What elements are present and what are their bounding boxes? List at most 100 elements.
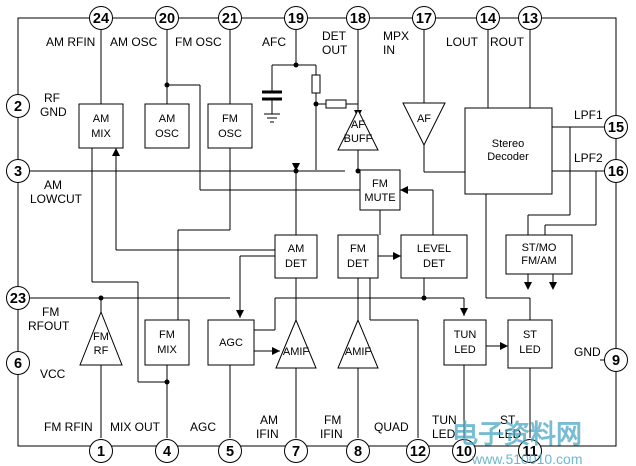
afc-resistor-horizontal — [325, 99, 347, 109]
am-osc-block: AM OSC — [144, 103, 190, 149]
pin-number: 17 — [416, 11, 432, 27]
pin-13: 13 — [518, 6, 542, 30]
label-lpf2: LPF2 — [574, 151, 603, 165]
pin-number: 13 — [522, 11, 538, 27]
svg-text:AM: AM — [93, 113, 110, 125]
svg-text:DET: DET — [347, 258, 369, 270]
svg-text:AMIF: AMIF — [283, 346, 310, 358]
level-det-block: LEVEL DET — [400, 234, 468, 279]
label-agc: AGC — [190, 420, 216, 434]
svg-text:BUFF: BUFF — [344, 133, 373, 145]
label-det: DET — [322, 29, 347, 43]
label-quad: QUAD — [374, 420, 409, 434]
svg-text:FM: FM — [93, 331, 109, 343]
pin-3: 3 — [6, 159, 30, 183]
afc-resistor-vertical — [311, 74, 321, 94]
watermark-url: www.510010.com — [471, 451, 583, 466]
pin-number: 16 — [608, 164, 624, 180]
pin-21: 21 — [218, 6, 242, 30]
label-mpx: MPX — [383, 29, 409, 43]
label-tun-led: LED — [432, 427, 456, 441]
afc-network — [262, 74, 347, 123]
amif-block-2: AMIF — [337, 318, 379, 369]
label-afc: AFC — [262, 35, 286, 49]
pin-10: 10 — [452, 439, 476, 463]
pin-number: 15 — [608, 120, 624, 136]
pin-number: 6 — [14, 356, 22, 372]
svg-text:LEVEL: LEVEL — [417, 243, 451, 255]
pin-labels: AM RFIN AM OSC FM OSC AFC DET OUT MPX IN… — [28, 29, 603, 441]
svg-text:FM: FM — [159, 329, 175, 341]
pin-2: 2 — [6, 94, 30, 118]
watermark: 电子资料网 www.510010.com — [452, 419, 583, 466]
label-gnd: GND — [574, 345, 601, 359]
pin-1: 1 — [89, 439, 113, 463]
label-lpf1: LPF1 — [574, 108, 603, 122]
svg-text:DET: DET — [285, 258, 307, 270]
pin-number: 9 — [612, 353, 620, 369]
svg-text:FM/AM: FM/AM — [521, 255, 556, 267]
svg-text:AM: AM — [159, 113, 176, 125]
label-am-ifin-1: AM — [260, 413, 278, 427]
af-block: AF — [402, 102, 446, 147]
svg-text:DET: DET — [423, 258, 445, 270]
label-fm-ifin-2: IFIN — [320, 427, 343, 441]
svg-text:LED: LED — [519, 344, 540, 356]
am-mix-block: AM MIX — [78, 103, 124, 149]
label-st-led: LED — [498, 427, 522, 441]
svg-text:FM: FM — [222, 113, 238, 125]
pin-24: 24 — [89, 6, 113, 30]
pin-number: 3 — [14, 164, 22, 180]
tun-led-block: TUN LED — [443, 319, 487, 366]
label-mix-out: MIX OUT — [110, 420, 161, 434]
pin-number: 7 — [292, 444, 300, 460]
label-tun: TUN — [432, 413, 457, 427]
label-fm-rfin: FM RFIN — [44, 420, 93, 434]
agc-block: AGC — [207, 319, 255, 366]
label-st: ST — [500, 413, 516, 427]
pin-number: 14 — [480, 11, 496, 27]
pin-number: 24 — [93, 11, 109, 27]
fm-mute-block: FM MUTE — [359, 169, 401, 211]
fm-det-block: FM DET — [337, 234, 379, 279]
fm-mix-block: FM MIX — [144, 319, 190, 366]
svg-text:AM: AM — [288, 243, 305, 255]
label-rfout: RFOUT — [28, 319, 70, 333]
svg-text:AGC: AGC — [219, 337, 243, 349]
stereo-decoder-block: Stereo Decoder — [464, 107, 553, 195]
fm-osc-block: FM OSC — [207, 103, 253, 149]
pin-12: 12 — [406, 439, 430, 463]
pin-number: 12 — [410, 444, 426, 460]
svg-text:Stereo: Stereo — [492, 138, 524, 150]
pin-number: 1 — [97, 444, 105, 460]
svg-text:Decoder: Decoder — [487, 151, 529, 163]
pin-number: 11 — [522, 444, 537, 460]
svg-text:ST: ST — [523, 329, 537, 341]
pin-11: 11 — [518, 439, 542, 463]
label-am-rfin: AM RFIN — [46, 35, 95, 49]
label-fm-osc: FM OSC — [175, 35, 222, 49]
pin-4: 4 — [155, 439, 179, 463]
pin-20: 20 — [155, 6, 179, 30]
label-out: OUT — [322, 43, 348, 57]
st-mo-block: ST/MO FM/AM — [505, 234, 573, 275]
label-am-ifin-2: IFIN — [256, 427, 279, 441]
pin-14: 14 — [476, 6, 500, 30]
svg-text:AF: AF — [351, 119, 365, 131]
svg-text:TUN: TUN — [454, 329, 477, 341]
svg-text:MIX: MIX — [91, 128, 111, 140]
pin-number: 23 — [10, 291, 26, 307]
pin-17: 17 — [412, 6, 436, 30]
arrowheads — [98, 62, 557, 385]
svg-text:LED: LED — [454, 344, 475, 356]
fm-rf-block: FM RF — [79, 310, 123, 366]
label-am-osc: AM OSC — [110, 35, 158, 49]
am-det-block: AM DET — [274, 234, 318, 279]
svg-text:MIX: MIX — [157, 344, 177, 356]
svg-text:MUTE: MUTE — [364, 192, 395, 204]
svg-text:RF: RF — [94, 345, 109, 357]
label-rf-gnd: GND — [40, 105, 67, 119]
pin-19: 19 — [284, 6, 308, 30]
